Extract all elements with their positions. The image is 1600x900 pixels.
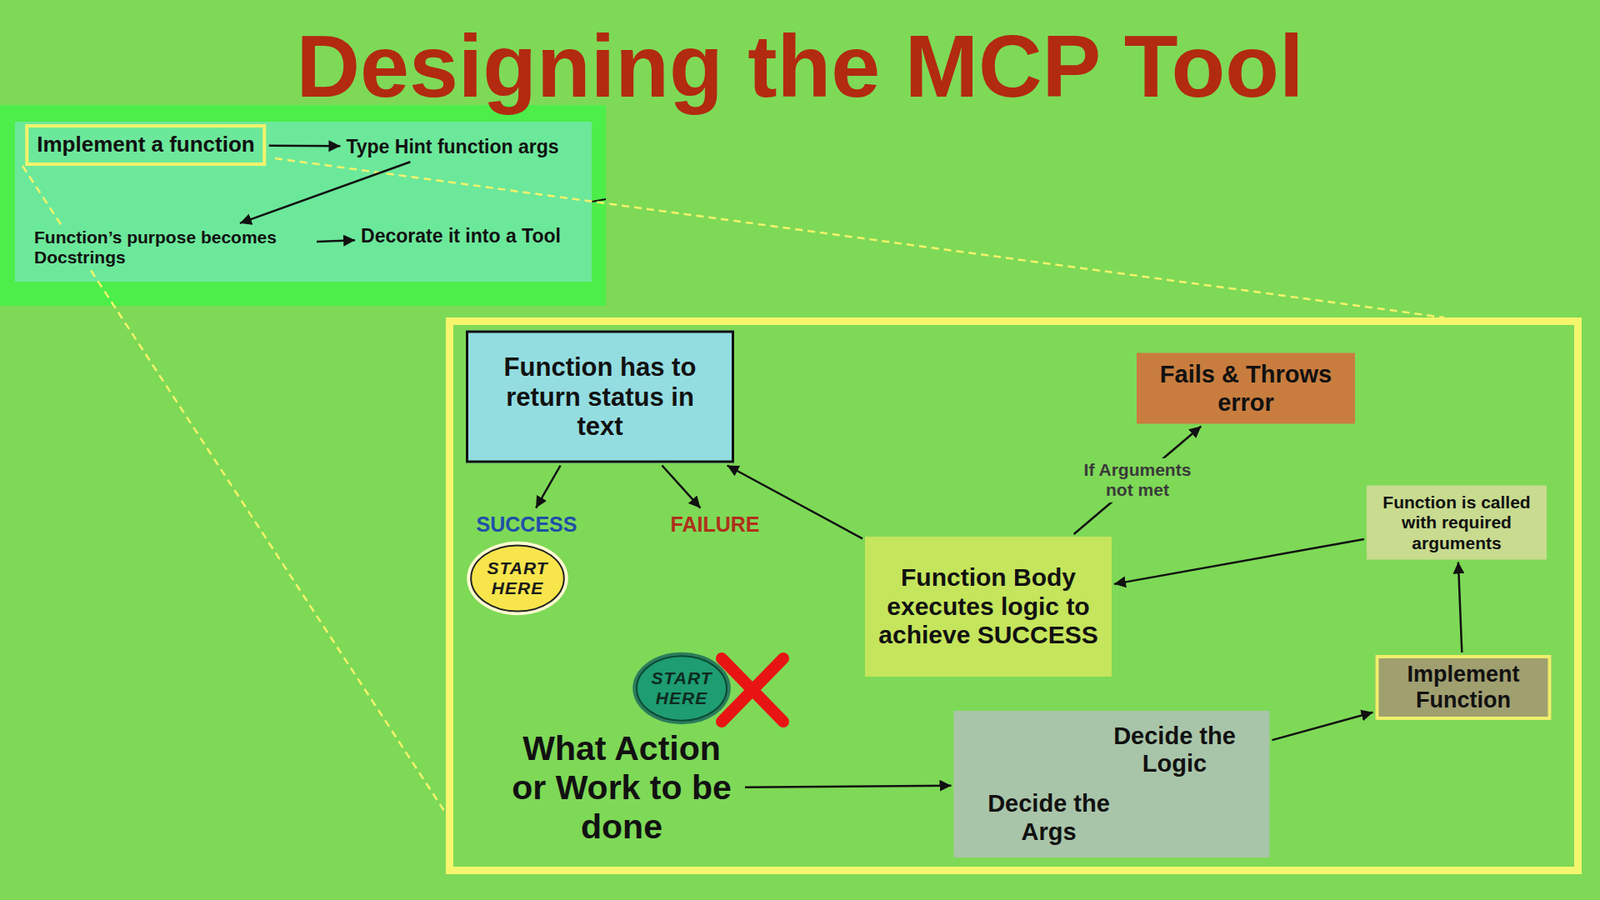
panel-tick [591,199,606,202]
node-text: Implement Function [1385,661,1542,714]
step-text: Type Hint function args [342,134,562,160]
cross-stroke [721,658,784,722]
connector-arrow [1272,712,1374,740]
process-box: Function has to return status in text [465,330,735,464]
outcome-text: SUCCESS [473,510,581,539]
connector-arrow [1458,562,1462,653]
outcome-text: FAILURE [667,510,764,539]
sticker-rim [466,541,569,615]
node-text: SUCCESS [476,512,578,537]
edge-label: If Arguments not met [1070,458,1205,502]
node-text: Implement a function [36,132,255,158]
node-text: Function has to return status in text [480,352,720,442]
decision-box: Decide the LogicDecide the Args [954,710,1270,858]
node-text: Fails & Throws error [1143,360,1349,417]
connector-arrow [745,785,952,788]
node-text: START HERE [484,558,551,599]
connector-arrow [535,465,560,509]
cross-mark [721,658,784,722]
start-question: What Action or Work to be done [500,729,743,847]
inner-panel [15,121,592,282]
connector-arrow [1114,539,1365,585]
node-text: Function is called with required argumen… [1373,492,1540,553]
node-text: Function Body executes logic to achieve … [875,563,1102,650]
step-text: Function’s purpose becomes Docstrings [30,225,315,270]
node-text: Decide the Args [974,790,1125,846]
error-box: Fails & Throws error [1136,353,1355,425]
process-box: Function Body executes logic to achieve … [865,536,1112,677]
cross-stroke [721,658,784,722]
diagram-title: Designing the MCP Tool [0,21,1600,110]
node-text: Decorate it into a Tool [360,225,561,247]
connector-arrow [240,161,410,224]
node-text: What Action or Work to be done [504,729,740,847]
connector-arrow [661,465,700,509]
process-box: Function is called with required argumen… [1366,485,1547,560]
zoom-leader [275,158,1445,318]
zoom-frame [450,321,1579,871]
outer-panel [0,105,606,306]
connector-arrow [269,145,341,148]
node-text: START HERE [648,668,715,709]
node-text: FAILURE [670,512,760,537]
start-sticker: START HERE [631,650,732,726]
node-text: Type Hint function args [345,135,559,158]
start-sticker: START HERE [465,540,570,617]
process-box: Implement Function [1375,655,1552,720]
sticker-face [470,545,565,611]
step-box: Implement a function [25,124,266,166]
node-text: Decide the Logic [1100,722,1250,779]
connector-arrow [316,240,355,242]
node-text: Function’s purpose becomes Docstrings [34,227,311,268]
zoom-leader [22,165,446,814]
step-text: Decorate it into a Tool [357,223,565,249]
sticker-face [636,655,727,720]
sticker-rim [632,652,731,725]
